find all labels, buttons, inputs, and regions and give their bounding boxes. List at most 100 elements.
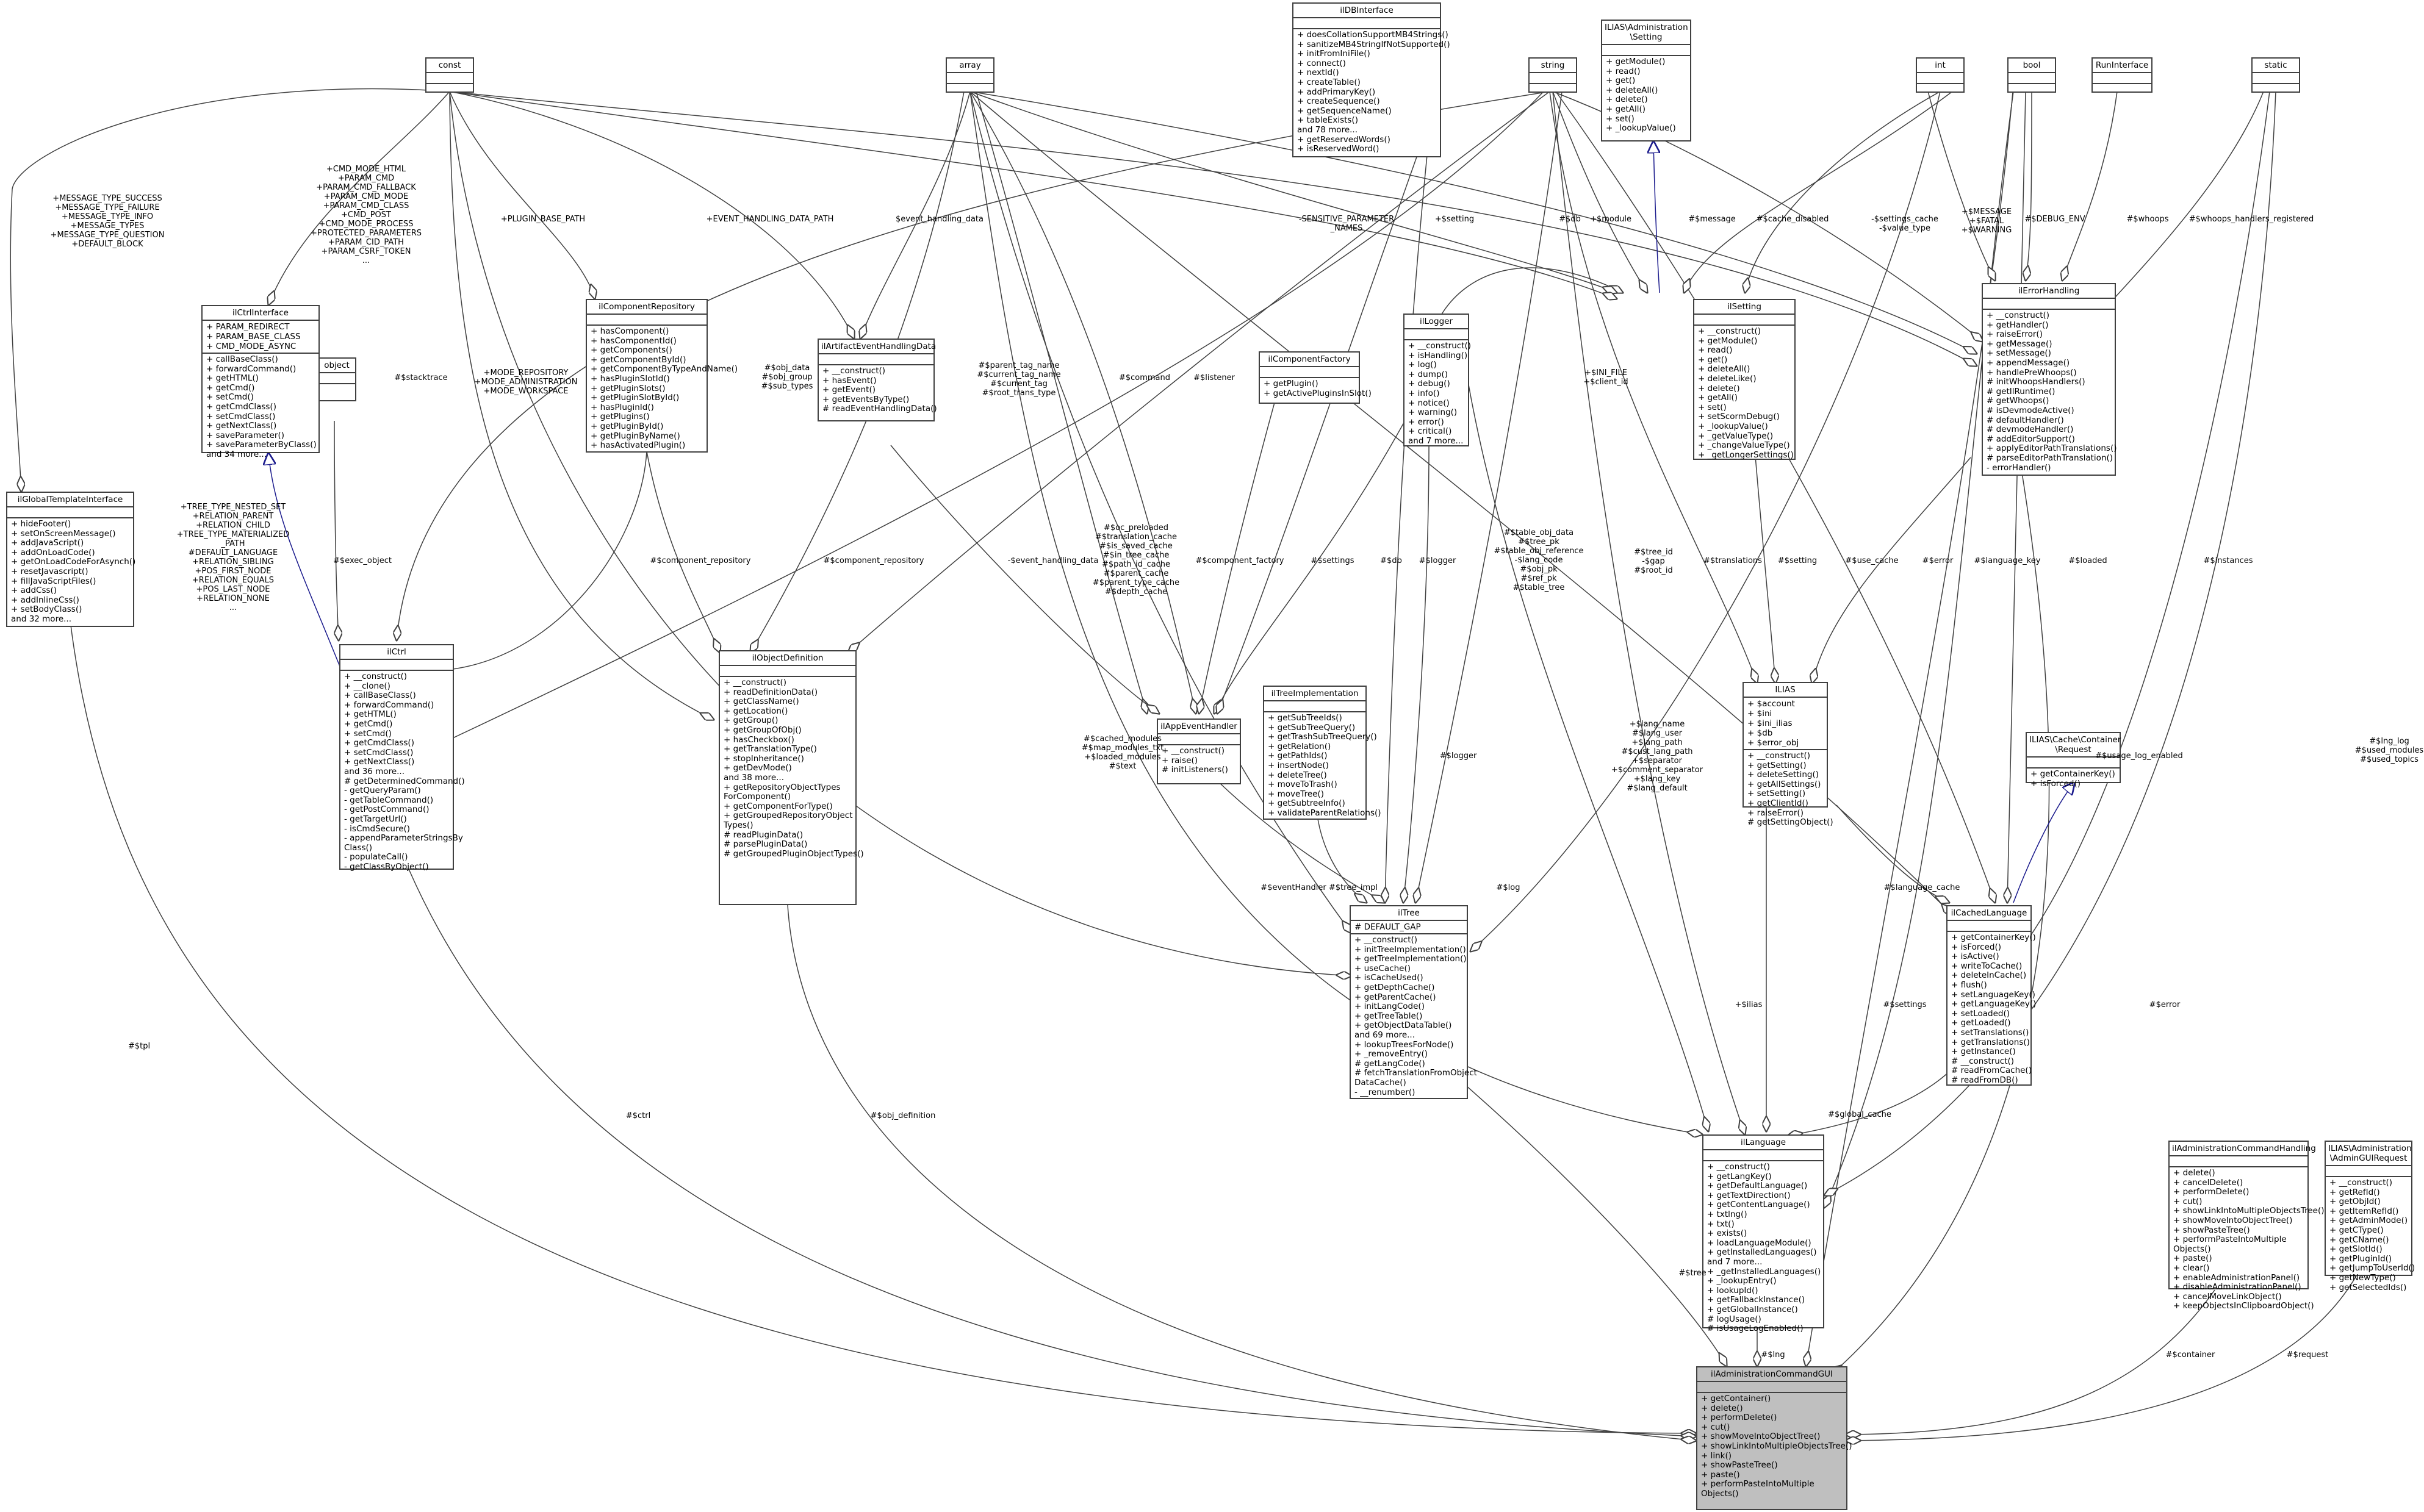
member-line: + __construct() [1707,1162,1771,1172]
member-line: - getPostCommand() [344,804,430,815]
member-line: + getAll() [1606,104,1646,114]
class-node-ilerrorhandling[interactable]: ilErrorHandling + __construct()+ getHand… [1982,283,2117,476]
member-line: + addInlineCss() [11,595,79,605]
member-line: + delete() [1606,95,1648,105]
type-node-object[interactable]: object [317,357,356,401]
member-line: + getPluginSlotById() [591,393,680,403]
member-line: # initListeners() [1162,765,1228,775]
class-node-ilctrl[interactable]: ilCtrl + __construct()+ __clone()+ callB… [339,644,465,871]
type-node-const[interactable]: const [425,57,474,93]
type-node-bool[interactable]: bool [2007,57,2056,93]
class-node-ilias-cache-container-request[interactable]: ILIAS\Cache\Container \Request + getCont… [2026,732,2121,788]
class-node-iladministrationcommandhandling[interactable]: ilAdministrationCommandHandling + delete… [2168,1141,2325,1311]
node-operations: + getContainer()+ delete()+ performDelet… [1697,1393,1852,1500]
type-node-runinterface[interactable]: RunInterface [2091,57,2152,93]
member-line: + getTreeImplementation() [1354,954,1467,964]
class-node-ilias-administration-setting[interactable]: ILIAS\Administration \Setting + getModul… [1601,20,1691,142]
member-line: # getGroupedPluginObjectTypes() [724,848,864,859]
node-operations [1530,84,1576,94]
member-line: # DEFAULT_GAP [1354,922,1421,932]
edge-language-cache [1836,804,1949,903]
member-line: + txtlng() [1707,1209,1747,1219]
edge-const-error [449,91,1977,366]
member-line: + getTranslationType() [724,744,817,754]
member-line: + getFallbackInstance() [1707,1295,1805,1305]
class-node-ilappeventhandler[interactable]: ilAppEventHandler + __construct()+ raise… [1157,718,1241,784]
member-line: + getCmdClass() [344,738,414,748]
edge-label-listener: #$listener [1193,373,1235,382]
member-line: + getSubTreeIds() [1268,713,1342,723]
class-node-ilobjectdefinition[interactable]: ilObjectDefinition + __construct()+ read… [719,650,864,905]
edge-label-db: #$db [1559,215,1581,224]
member-line: + CMD_MODE_ASYNC [206,342,297,351]
member-line: + setSetting() [1747,789,1806,799]
edge-label-loaded: #$loaded [2068,556,2107,565]
type-node-array[interactable]: array [946,57,994,93]
member-line: + forwardCommand() [206,364,297,374]
member-line: - __renumber() [1354,1087,1415,1097]
class-node-iltree[interactable]: ilTree # DEFAULT_GAP + __construct()+ in… [1350,905,1477,1099]
member-line: + _getLongerSettings() [1698,450,1794,460]
member-line: and 69 more... [1354,1030,1415,1040]
type-node-static[interactable]: static [2251,57,2300,93]
node-attributes [2009,73,2055,84]
member-line: + createTable() [1297,77,1361,87]
member-line: + getLocation() [724,706,788,716]
edge-label-event-handling-data-2: -$event_handling_data [1007,556,1099,565]
type-node-int[interactable]: int [1916,57,1965,93]
edge-label-stacktrace: #$stacktrace [394,373,448,382]
node-title: ilLogger [1404,315,1468,329]
class-node-illogger[interactable]: ilLogger + __construct()+ isHandling()+ … [1403,314,1471,446]
member-line: + getNextClass() [206,421,277,431]
member-line: # isUsageLogEnabled() [1707,1324,1804,1334]
node-attributes [587,315,707,326]
member-line: + handlePreWhoops() [1987,367,2077,378]
edge-obj-data [750,91,965,653]
class-node-ildbinterface[interactable]: ilDBInterface + doesCollationSupportMB4S… [1292,2,1450,157]
edge-label-language-cache: #$language_cache [1883,883,1960,892]
member-line: + _lookupEntry() [1707,1276,1777,1286]
member-line: + getAll() [1698,393,1738,403]
member-line: + getModule() [1606,57,1666,66]
member-line: - isCmdSecure() [344,823,411,834]
edge-command [976,91,1147,714]
member-line: + initTreeImplementation() [1354,944,1466,955]
member-line: + getMessage() [1987,339,2052,349]
edge-exec-object [334,420,339,640]
class-node-ilias-admin-gui-request[interactable]: ILIAS\Administration \AdminGUIRequest + … [2325,1141,2415,1292]
class-node-ilartifacteventhandlingdata[interactable]: ilArtifactEventHandlingData + __construc… [818,339,937,421]
class-node-ilcomponentfactory[interactable]: ilComponentFactory + getPlugin()+ getAct… [1259,351,1372,404]
edge-label-instances: #$instances [2203,556,2253,565]
member-line: + setOnScreenMessage() [11,528,116,539]
type-node-string[interactable]: string [1528,57,1577,93]
node-operations [318,384,355,394]
member-line: + callBaseClass() [206,354,278,364]
member-line: + isCacheUsed() [1354,973,1423,983]
class-node-illanguage[interactable]: ilLanguage + __construct()+ getLangKey()… [1702,1134,1824,1333]
member-line: + saveParameter() [206,430,284,440]
edge-logger2 [1403,365,1430,903]
node-operations: + getSubTreeIds()+ getSubTreeQuery()+ ge… [1264,712,1381,820]
class-node-ilglobaltemplateinterface[interactable]: ilGlobalTemplateInterface + hideFooter()… [6,492,135,627]
edge-cmd-modes [268,91,450,305]
member-line: # __construct() [1951,1056,2015,1066]
class-node-ilctrlinterface[interactable]: ilCtrlInterface + PARAM_REDIRECT+ PARAM_… [201,305,320,459]
member-line: + raiseError() [1987,329,2043,340]
member-line: + getSequenceName() [1297,106,1392,116]
class-node-ilcachedlanguage[interactable]: ilCachedLanguage + getContainerKey()+ is… [1946,905,2036,1086]
member-line: + applyEditorPathTranslations() [1987,443,2117,454]
node-operations: + __construct()+ getLangKey()+ getDefaul… [1703,1161,1823,1335]
class-node-ilsetting[interactable]: ilSetting + __construct()+ getModule()+ … [1693,299,1796,460]
member-line: + getGroup() [724,715,779,726]
class-node-ilcomponentrepository[interactable]: ilComponentRepository + hasComponent()+ … [586,299,738,453]
member-line: + resetJavascript() [11,566,88,576]
member-line: + setTranslations() [1951,1027,2029,1037]
member-line: # getDeterminedCommand() [344,776,465,786]
class-node-ilias[interactable]: ILIAS + $account+ $ini+ $ini_ilias+ $db+… [1742,682,1833,827]
edge-tree [1451,1073,1727,1366]
node-title: ilComponentRepository [587,300,707,315]
class-node-iltreeimplementation[interactable]: ilTreeImplementation + getSubTreeIds()+ … [1263,686,1381,820]
node-title: int [1917,59,1963,73]
class-node-iladministrationcommandgui[interactable]: ilAdministrationCommandGUI + getContaine… [1696,1366,1852,1510]
node-attributes [2326,1166,2411,1177]
